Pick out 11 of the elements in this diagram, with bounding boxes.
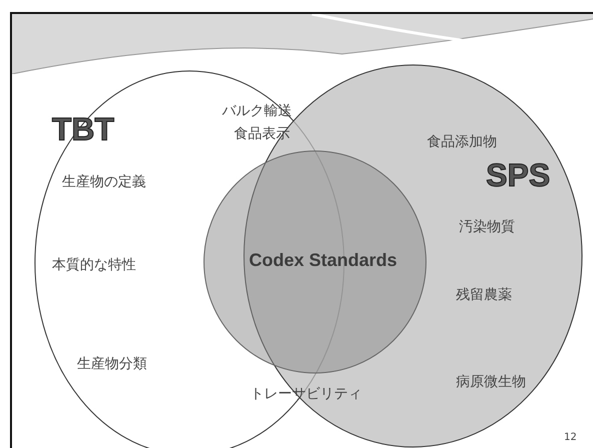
venn-circle [203,150,427,374]
set-item: 生産物の定義 [62,174,146,191]
set-item: 汚染物質 [459,219,515,236]
set-heading: Codex Standards [249,250,398,272]
set-item: 食品添加物 [427,134,497,151]
set-heading: SPS [486,156,550,194]
set-item: 病原微生物 [456,374,526,391]
set-item: 本質的な特性 [52,257,136,274]
page-number: 12 [564,432,577,444]
set-item: 残留農薬 [456,287,512,304]
set-item: 生産物分類 [77,356,147,373]
